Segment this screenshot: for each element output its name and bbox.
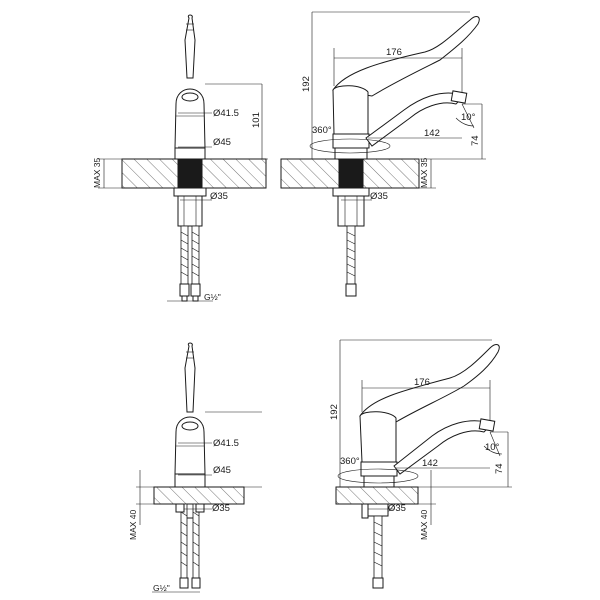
dim-aerator-dia: Ø41.5 xyxy=(213,108,239,119)
top-front-view: Ø41.5 Ø45 Ø35 101 MAX 35 G½" xyxy=(92,14,268,302)
dim-swivel: 360° xyxy=(312,125,332,136)
dim-aerator-dia: Ø41.5 xyxy=(213,438,239,449)
supply-hoses xyxy=(179,225,201,302)
lever-handle xyxy=(184,14,196,79)
mixer-body xyxy=(332,85,369,135)
dim-spout-angle: 10° xyxy=(485,442,500,453)
dim-spout-inner: 142 xyxy=(422,458,438,469)
supply-hose xyxy=(372,515,384,589)
lever-handle xyxy=(332,16,480,97)
dim-spout-height: 74 xyxy=(470,135,481,146)
dim-max-deck: MAX 40 xyxy=(419,509,429,540)
bottom-side-view: 360° 192 176 142 10° 74 MAX 40 Ø35 xyxy=(329,339,512,589)
dim-total-height: 192 xyxy=(301,76,312,92)
shank xyxy=(177,158,203,189)
dim-shank-dia: Ø35 xyxy=(370,191,388,202)
dim-body-dia: Ø45 xyxy=(213,137,231,148)
dim-thread: G½" xyxy=(204,292,221,302)
dim-spout-reach: 176 xyxy=(414,377,430,388)
aerator xyxy=(181,421,199,431)
dim-shank-dia: Ø35 xyxy=(388,503,406,514)
dim-spout-reach: 176 xyxy=(386,47,402,58)
countertop xyxy=(153,486,245,505)
dim-swivel: 360° xyxy=(340,456,360,467)
dim-max-deck: MAX 40 xyxy=(128,509,138,540)
aerator xyxy=(181,92,199,102)
aerator xyxy=(478,418,496,432)
dim-spout-inner: 142 xyxy=(424,128,440,139)
spout xyxy=(393,420,491,475)
supply-hose xyxy=(345,225,357,297)
top-side-view: 360° 192 176 142 10° 74 MAX 35 Ø35 xyxy=(280,11,486,297)
mixer-body xyxy=(359,411,397,463)
dim-max-deck: MAX 35 xyxy=(92,157,102,188)
dim-shank-dia: Ø35 xyxy=(212,503,230,514)
dim-total-height: 192 xyxy=(329,404,340,420)
countertop xyxy=(335,486,419,505)
dim-max-deck: MAX 35 xyxy=(419,157,429,188)
bottom-front-view: Ø41.5 Ø45 Ø35 MAX 40 G½" xyxy=(128,342,262,593)
aerator xyxy=(450,90,468,104)
mixer-body xyxy=(174,88,206,149)
dim-spout-angle: 10° xyxy=(461,112,476,123)
fixing-nut xyxy=(173,187,207,197)
dim-shank-dia: Ø35 xyxy=(210,191,228,202)
lever-handle xyxy=(359,344,500,423)
lever-handle xyxy=(184,342,196,413)
dim-body-height: 101 xyxy=(251,112,262,128)
mixer-body xyxy=(174,416,206,475)
dim-thread: G½" xyxy=(153,583,170,593)
dim-spout-height: 74 xyxy=(494,463,505,474)
dim-body-dia: Ø45 xyxy=(213,465,231,476)
